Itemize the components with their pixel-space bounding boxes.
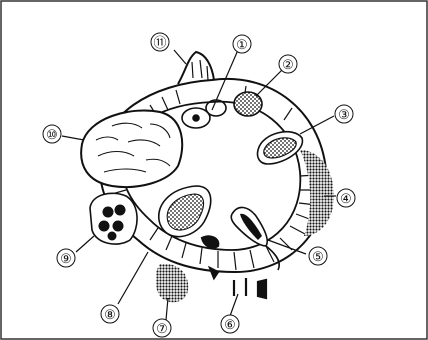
label-11-text: ⑪ — [153, 36, 166, 51]
label-8: ⑧ — [101, 305, 119, 323]
label-3-text: ③ — [338, 108, 350, 123]
label-6-text: ⑥ — [224, 318, 236, 333]
label-4: ④ — [337, 189, 355, 207]
label-7-text: ⑦ — [156, 322, 168, 337]
label-10-text: ⑩ — [46, 128, 58, 143]
label-5-text: ⑤ — [312, 250, 324, 265]
label-8-text: ⑧ — [104, 308, 116, 323]
label-9-text: ⑨ — [60, 252, 72, 267]
label-6: ⑥ — [221, 315, 239, 333]
label-3: ③ — [335, 105, 353, 123]
label-7: ⑦ — [153, 319, 171, 337]
label-9: ⑨ — [57, 249, 75, 267]
structure-2-granule — [234, 92, 262, 116]
label-5: ⑤ — [309, 247, 327, 265]
label-1-text: ① — [236, 38, 248, 53]
label-11: ⑪ — [151, 33, 169, 51]
label-10: ⑩ — [43, 125, 61, 143]
label-2: ② — [279, 55, 297, 73]
label-2-text: ② — [282, 58, 294, 73]
label-4-text: ④ — [340, 192, 352, 207]
label-1: ① — [233, 35, 251, 53]
structure-9-cluster — [90, 193, 137, 244]
